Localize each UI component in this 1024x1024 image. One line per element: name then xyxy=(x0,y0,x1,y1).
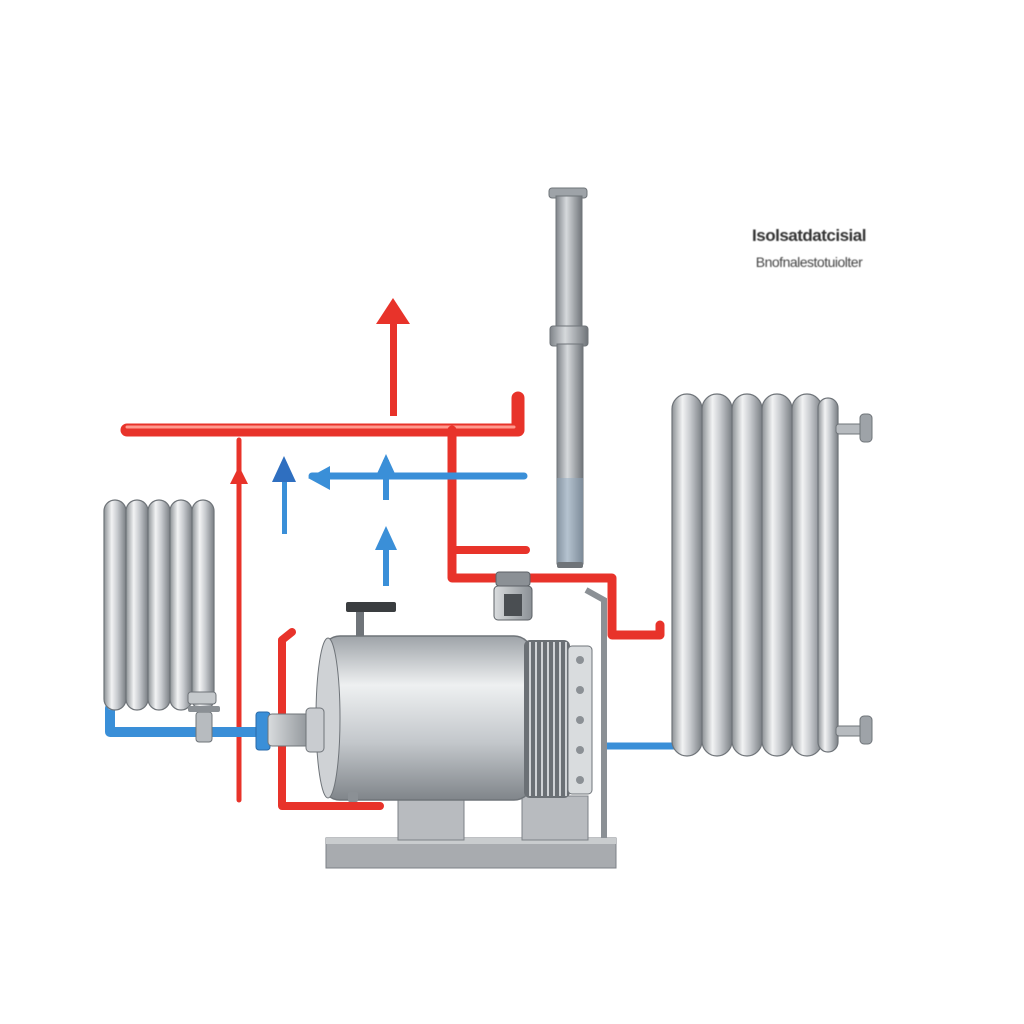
boiler xyxy=(255,571,617,869)
valve-icon xyxy=(188,706,220,743)
arrow-up-icon xyxy=(230,466,248,484)
arrow-up-icon xyxy=(272,456,296,534)
caption-subtitle: Bnofnalestotuiolter xyxy=(755,254,863,270)
arrow-left-icon xyxy=(308,466,330,490)
arrow-up-icon xyxy=(375,526,397,586)
left-radiator xyxy=(103,499,217,711)
caption-title: Isolsatdatcisial xyxy=(752,226,866,245)
flow-arrows xyxy=(230,298,410,586)
valve-icon xyxy=(835,715,873,745)
hot-pipe-to-radiator xyxy=(447,425,665,640)
valve-icon xyxy=(835,413,873,443)
right-radiator xyxy=(671,393,873,757)
flue-pipe xyxy=(548,187,589,568)
arrow-up-icon xyxy=(376,298,410,416)
arrow-up-icon xyxy=(375,454,397,500)
boiler-tank xyxy=(321,635,533,801)
hot-supply-header xyxy=(120,391,525,437)
heat-exchanger-fins xyxy=(524,640,570,798)
